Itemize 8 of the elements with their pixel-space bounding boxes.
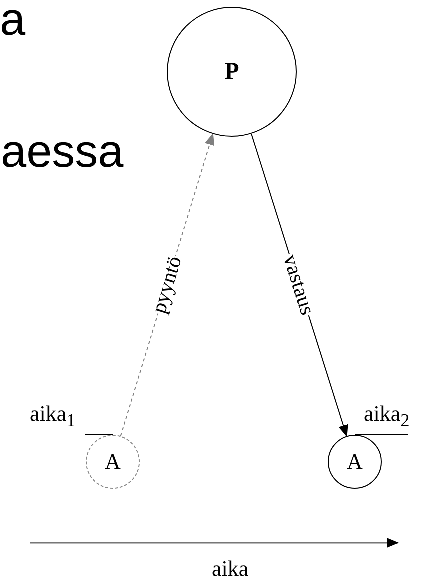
heading-fragment: aessa [1, 128, 124, 174]
time-label: aika$_{1}$ [30, 403, 76, 430]
heading-fragment: a [0, 0, 26, 42]
server-circle: P [167, 7, 297, 137]
client-circle: A [328, 435, 382, 489]
time-label: aika [212, 558, 249, 580]
time-label: aika$_{2}$ [364, 403, 410, 430]
client-circle: A [86, 435, 140, 489]
